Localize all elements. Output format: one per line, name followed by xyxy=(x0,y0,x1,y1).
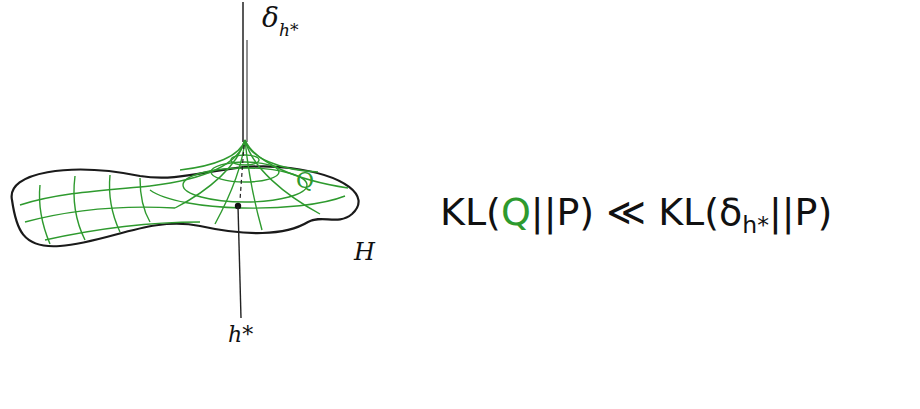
leader-line xyxy=(238,206,241,318)
formula-part: Q xyxy=(501,190,531,234)
formula-part: ||P) ≪ KL(δ xyxy=(531,190,742,234)
label: Q xyxy=(296,170,314,192)
label: h* xyxy=(228,324,253,346)
formula-part: ||P) xyxy=(769,190,832,234)
label: h* xyxy=(279,22,298,39)
delta-line xyxy=(247,40,248,142)
distribution-mesh xyxy=(20,140,348,244)
formula: KL(Q||P) ≪ KL(δh*||P) xyxy=(440,190,832,236)
subscript: h* xyxy=(742,211,769,239)
label: H xyxy=(354,240,375,264)
formula-part: KL( xyxy=(440,190,501,234)
delta-line xyxy=(242,2,244,142)
label: δ xyxy=(262,4,279,32)
delta-line xyxy=(240,145,244,200)
